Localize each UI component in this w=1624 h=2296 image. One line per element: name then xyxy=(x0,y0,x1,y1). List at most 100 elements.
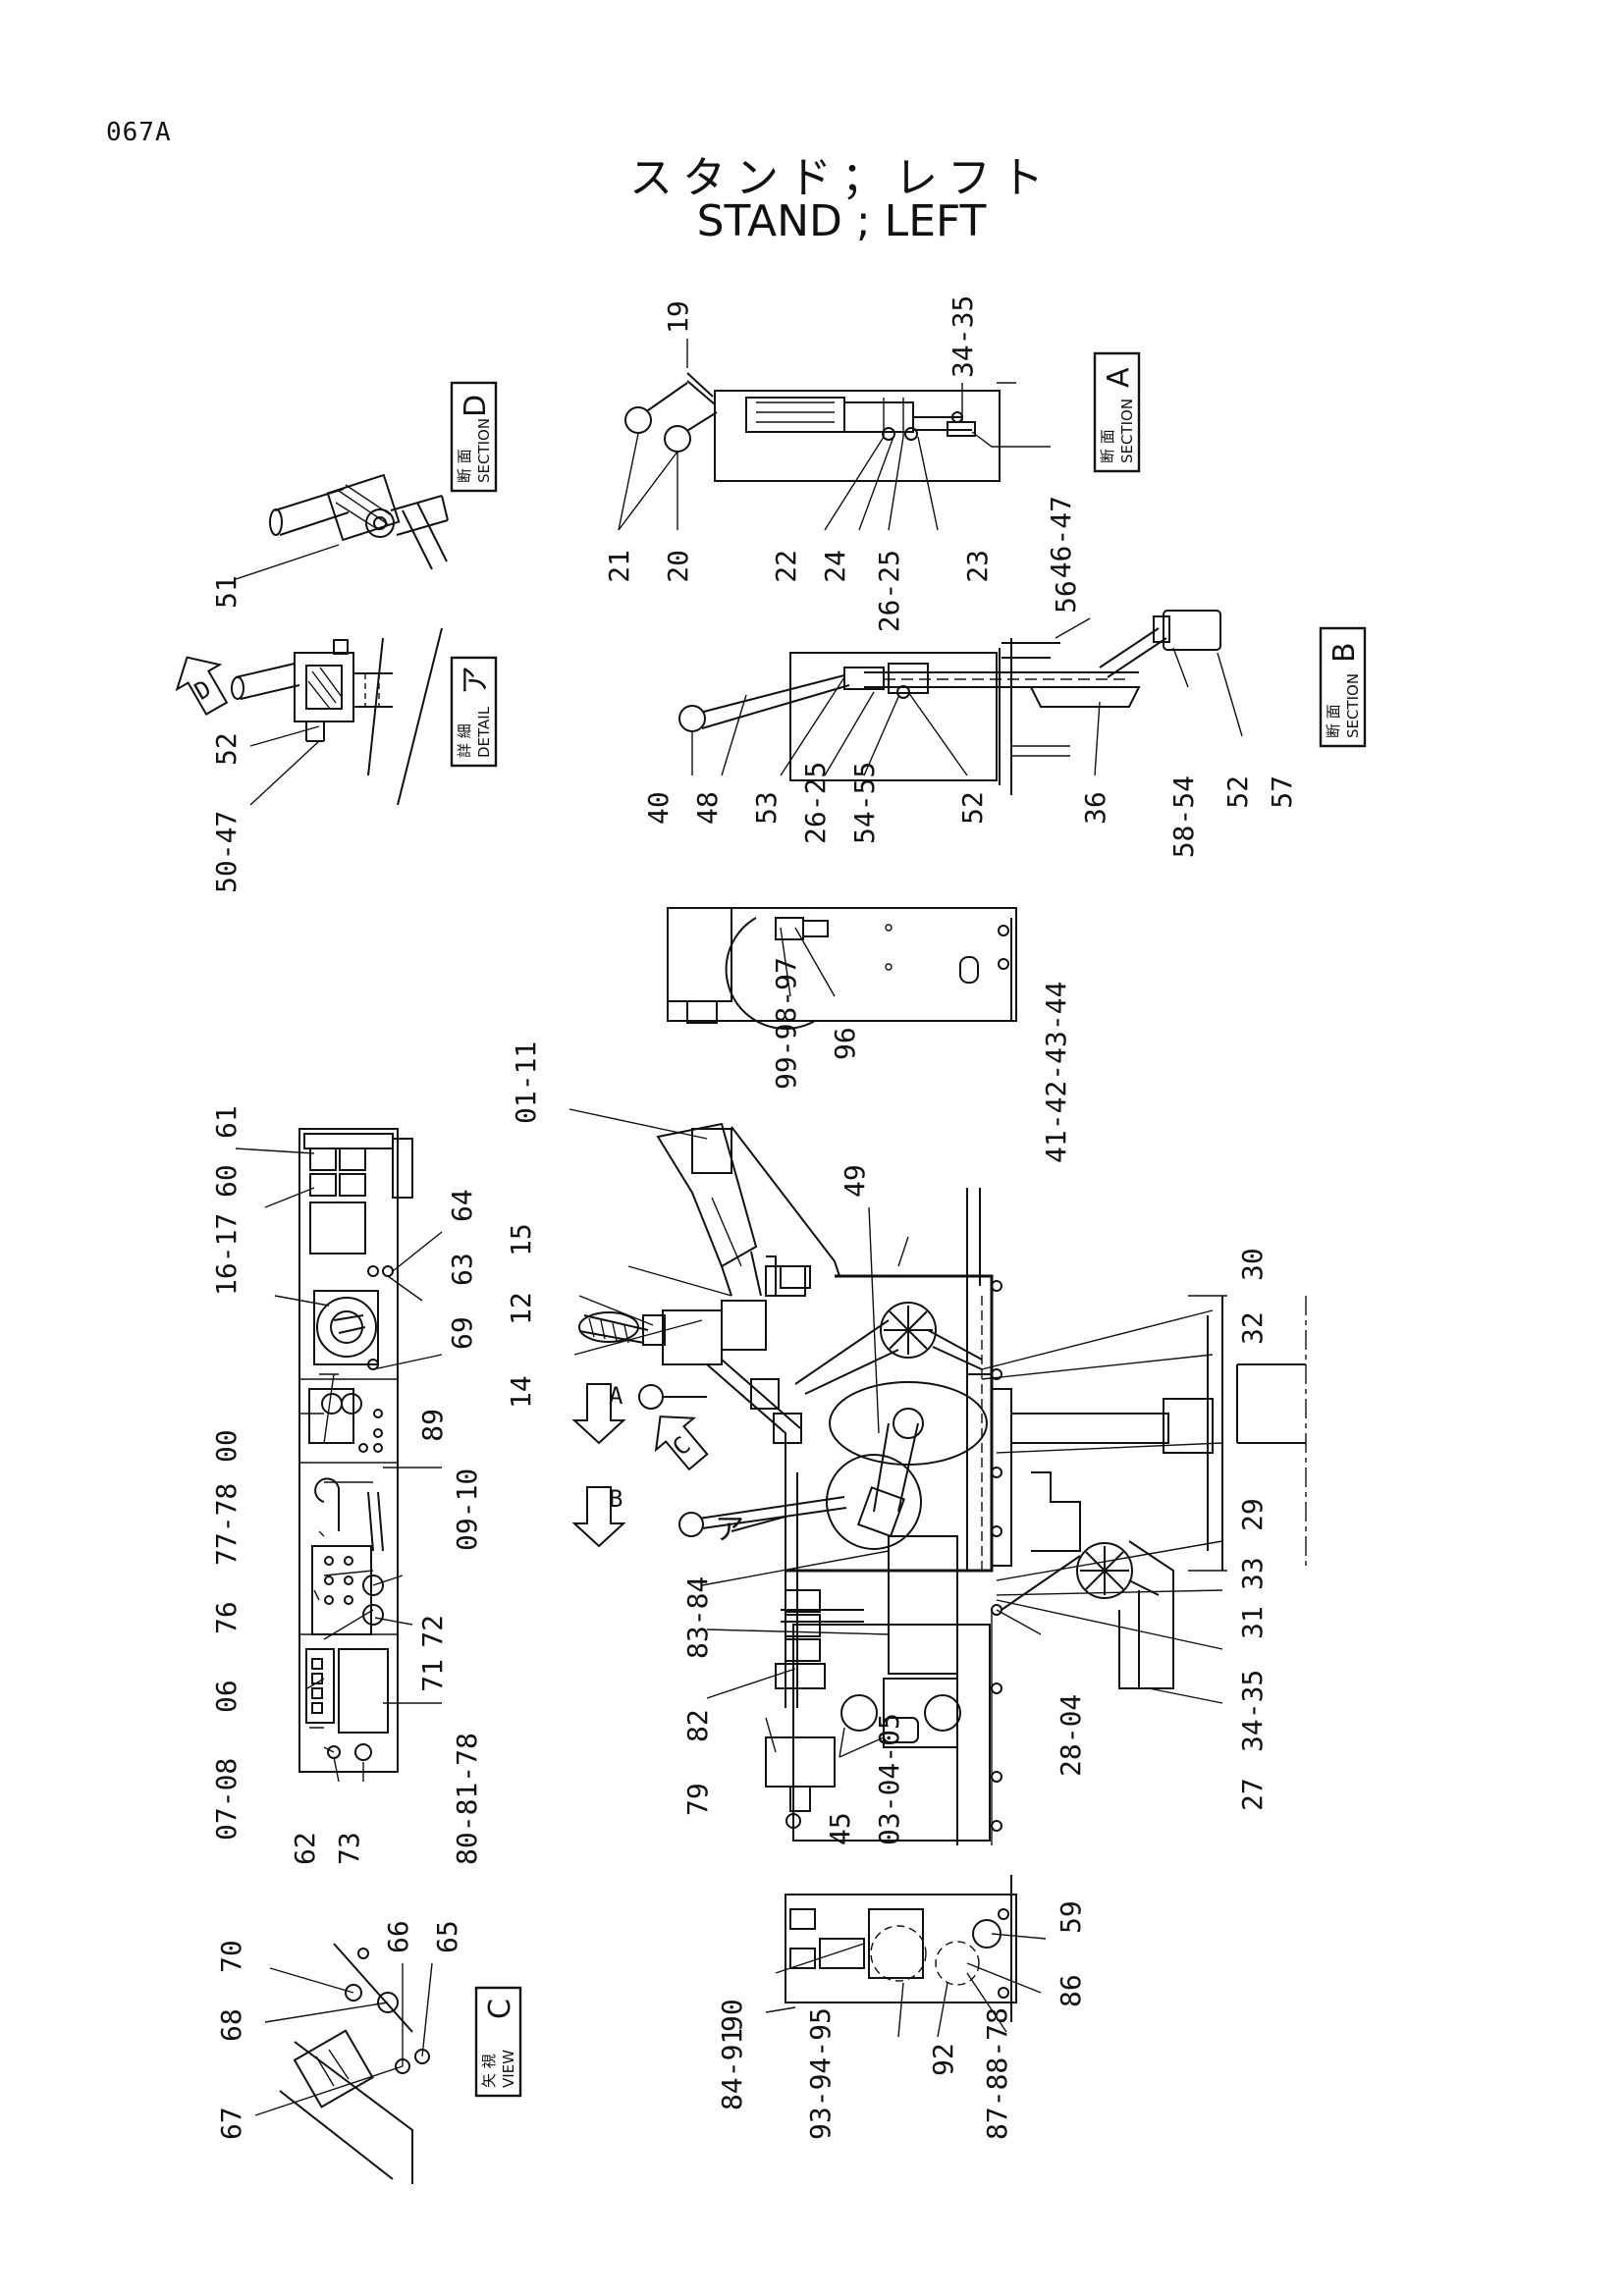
svg-text:B: B xyxy=(609,1485,623,1513)
callout-label: 52 xyxy=(210,732,243,766)
callout-label: 68 xyxy=(215,2008,247,2042)
callout-label: 46-47 xyxy=(1045,496,1077,578)
callout-label: 63 xyxy=(446,1253,478,1286)
rear-view-drawing xyxy=(667,907,1017,1030)
callout-label: 32 xyxy=(1236,1311,1269,1345)
view-box-view-c: 矢 視 VIEW C xyxy=(474,1986,522,2098)
callout-label: 52 xyxy=(956,791,989,825)
callout-label: 70 xyxy=(215,1940,247,1973)
callout-label: 64 xyxy=(446,1189,478,1222)
callout-label: 12 xyxy=(505,1292,537,1325)
leader-lines xyxy=(235,339,1243,2116)
callout-label: 21 xyxy=(603,550,635,583)
title-english: STAND ; LEFT xyxy=(696,196,987,246)
callout-label: 03-04-05 xyxy=(873,1713,905,1845)
view-arrow-b: B xyxy=(571,1485,626,1548)
callout-label: 60 xyxy=(210,1164,243,1198)
callout-label: 69 xyxy=(446,1316,478,1350)
callout-label: 84-91 xyxy=(716,2028,748,2110)
detail-a-drawing xyxy=(231,627,443,806)
callout-label: 71 xyxy=(416,1659,449,1692)
callout-label: 00 xyxy=(210,1429,243,1463)
callout-label: 90 xyxy=(716,1999,748,2032)
callout-label: 45 xyxy=(824,1812,856,1845)
view-box-detail: 詳 細 DETAIL ア xyxy=(450,656,498,768)
callout-label: 57 xyxy=(1266,775,1298,809)
svg-text:断 面: 断 面 xyxy=(1099,429,1116,463)
callout-label: 31 xyxy=(1236,1606,1269,1639)
callout-label: 53 xyxy=(750,791,783,825)
callout-label: 54-55 xyxy=(848,762,881,844)
callout-label: 61 xyxy=(210,1105,243,1139)
callout-label: 29 xyxy=(1236,1498,1269,1531)
callout-label: 73 xyxy=(333,1832,365,1865)
callout-label: 51 xyxy=(210,575,243,609)
svg-text:SECTION: SECTION xyxy=(1118,399,1136,463)
callout-label: 82 xyxy=(681,1709,714,1742)
svg-text:VIEW: VIEW xyxy=(500,2050,517,2088)
callout-label: 92 xyxy=(927,2043,959,2076)
callout-label: 20 xyxy=(662,550,694,583)
callout-label: 93-94-95 xyxy=(804,2007,837,2140)
svg-text:ア: ア xyxy=(459,666,493,695)
callout-label: 77-78 xyxy=(210,1483,243,1566)
callout-label: 52 xyxy=(1221,775,1254,809)
svg-text:SECTION: SECTION xyxy=(1344,673,1362,738)
callout-label: 49 xyxy=(839,1164,871,1198)
callout-label: 30 xyxy=(1236,1248,1269,1281)
svg-text:SECTION: SECTION xyxy=(475,418,493,483)
callout-label: 24 xyxy=(819,550,851,583)
page-code: 067A xyxy=(106,118,172,147)
callout-label: 96 xyxy=(829,1027,861,1060)
section-b-drawing xyxy=(678,610,1221,795)
callout-label: 15 xyxy=(505,1223,537,1256)
callout-label: 28-04 xyxy=(1055,1694,1087,1777)
callout-label: 65 xyxy=(431,1920,463,1953)
svg-text:A: A xyxy=(609,1382,623,1410)
svg-text:矢 視: 矢 視 xyxy=(480,2054,498,2088)
view-arrow-d: D xyxy=(175,656,229,717)
callout-label: 09-10 xyxy=(451,1468,483,1551)
callout-label: 34-35 xyxy=(1236,1670,1269,1752)
view-c-drawing xyxy=(279,1943,430,2184)
section-a-drawing xyxy=(624,372,1016,482)
svg-text:断 面: 断 面 xyxy=(1325,704,1342,738)
view-arrow-a: A xyxy=(571,1382,626,1445)
panel-drawing xyxy=(298,1128,413,1773)
callout-label: 67 xyxy=(215,2107,247,2140)
callout-label: 66 xyxy=(382,1920,414,1953)
callout-label: 33 xyxy=(1236,1557,1269,1590)
callout-label: 26-25 xyxy=(799,762,832,844)
callout-label: 06 xyxy=(210,1680,243,1713)
callout-label: 22 xyxy=(770,550,802,583)
callout-label: 89 xyxy=(416,1409,449,1442)
svg-text:断 面: 断 面 xyxy=(456,449,473,483)
callout-label: 80-81-78 xyxy=(451,1733,483,1865)
callout-label: 48 xyxy=(691,791,724,825)
callout-label: 26-25 xyxy=(873,550,905,632)
callout-label: 83-84 xyxy=(681,1576,714,1659)
callout-label: 99-98-97 xyxy=(770,957,802,1090)
callout-label: 07-08 xyxy=(210,1758,243,1841)
svg-text:DETAIL: DETAIL xyxy=(475,706,493,758)
callout-label: 79 xyxy=(681,1783,714,1816)
svg-text:B: B xyxy=(1327,642,1362,663)
main-assembly-drawing xyxy=(578,1122,1307,1845)
callout-label: 58-54 xyxy=(1167,775,1200,858)
callout-label: 16-17 xyxy=(210,1213,243,1296)
svg-text:詳 細: 詳 細 xyxy=(456,723,473,758)
callout-label: 14 xyxy=(505,1375,537,1409)
callout-label: 27 xyxy=(1236,1778,1269,1811)
callout-label: 50-47 xyxy=(210,811,243,893)
callout-label: 34-35 xyxy=(947,295,979,378)
svg-text:D: D xyxy=(189,674,216,705)
callout-label: 01-11 xyxy=(510,1041,542,1124)
svg-text:C: C xyxy=(483,1999,517,2019)
callout-labels: 19 34-35 21 20 22 24 26-25 23 46-47 51 5… xyxy=(210,295,1298,2140)
title-japanese: スタンド；レフト xyxy=(629,153,1054,203)
view-box-section-d: 断 面 SECTION D xyxy=(450,381,498,493)
view-box-section-b: 断 面 SECTION B xyxy=(1319,626,1367,748)
view-arrow-c: C xyxy=(654,1415,709,1471)
callout-label: 19 xyxy=(662,300,694,334)
